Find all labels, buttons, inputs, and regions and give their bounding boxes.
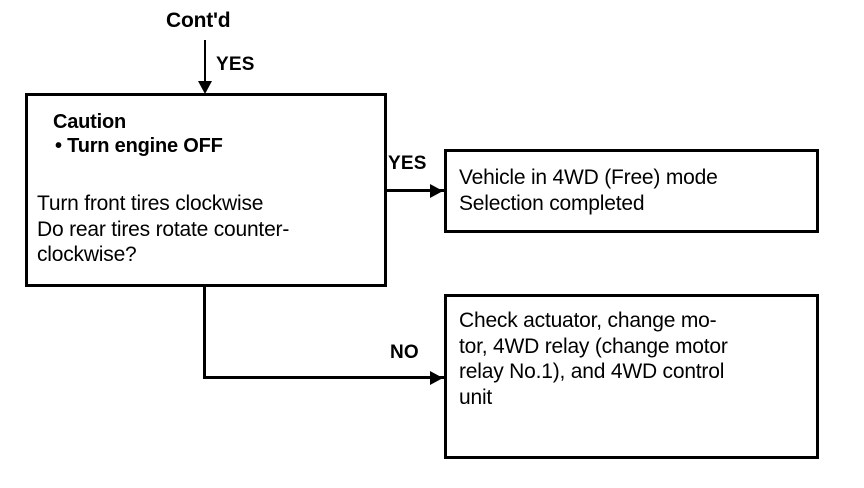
edge-label-entry-yes: YES (216, 54, 255, 75)
continued-label: Cont'd (166, 9, 231, 32)
result-text: Vehicle in 4WD (Free) mode Selection com… (459, 166, 718, 215)
entry-connector-line (204, 40, 206, 84)
caution-bullet-item: • Turn engine OFF (55, 135, 223, 157)
action-box-check-actuator (444, 294, 819, 459)
caution-heading: Caution (53, 111, 127, 133)
edge-label-no: NO (390, 342, 419, 363)
no-connector-horizontal-line (203, 376, 446, 379)
yes-arrowhead-icon (430, 184, 443, 198)
result-box-4wd-free-mode (444, 149, 819, 233)
action-text: Check actuator, change mo- tor, 4WD rela… (459, 309, 728, 409)
decision-question-text: Turn front tires clockwise Do rear tires… (37, 192, 290, 267)
no-connector-vertical-line (203, 285, 206, 379)
edge-label-yes: YES (388, 153, 427, 174)
entry-arrowhead-icon (198, 81, 212, 94)
yes-connector-line (384, 189, 446, 192)
no-arrowhead-icon (430, 371, 443, 385)
